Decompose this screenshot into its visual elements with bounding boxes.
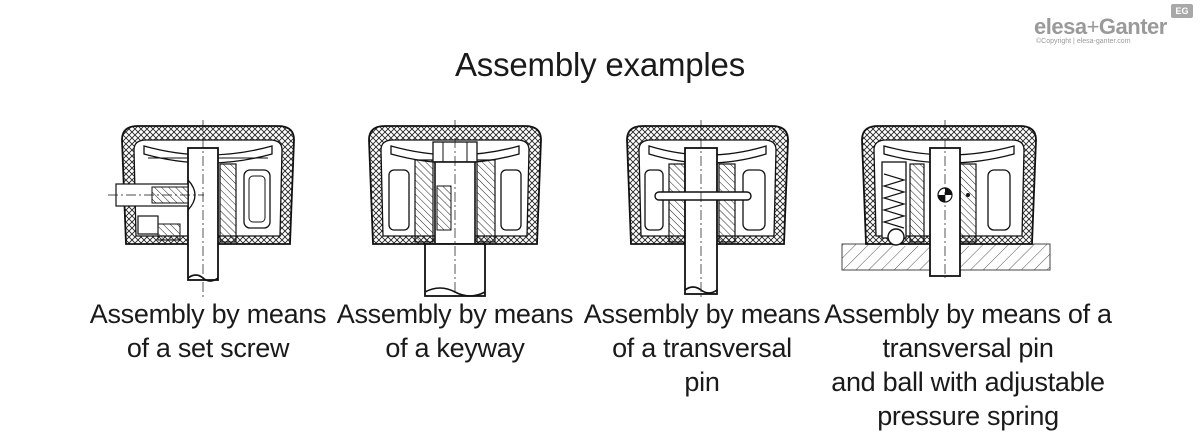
brand-elesa: elesa xyxy=(1034,14,1087,39)
diagram-ball-spring xyxy=(841,120,1051,278)
brand-wordmark: elesa+Ganter xyxy=(1034,14,1167,40)
caption-transversal-pin: Assembly by means of a transversal pin xyxy=(574,297,830,399)
caption-line: and ball with adjustable xyxy=(831,367,1105,397)
elesa-ganter-logo: elesa+Ganter EG ©Copyright | elesa-gante… xyxy=(1030,4,1195,50)
caption-line: transversal pin xyxy=(882,333,1054,363)
caption-line: Assembly by means xyxy=(89,299,327,329)
brand-ganter: Ganter xyxy=(1098,14,1167,39)
caption-line: pressure spring xyxy=(877,401,1059,431)
page-title: Assembly examples xyxy=(454,46,746,83)
caption-line: of a set screw xyxy=(126,333,290,363)
caption-set-screw: Assembly by means of a set screw xyxy=(80,297,336,365)
caption-line: pin xyxy=(684,367,720,397)
diagram-set-screw xyxy=(108,120,295,298)
caption-line: of a keyway xyxy=(385,333,525,363)
caption-line: of a transversal xyxy=(612,333,792,363)
caption-keyway: Assembly by means of a keyway xyxy=(327,297,583,365)
diagram-transversal-pin xyxy=(626,120,789,298)
caption-line: Assembly by means xyxy=(583,299,821,329)
caption-ball-spring: Assembly by means of a transversal pin a… xyxy=(818,297,1118,433)
caption-line: Assembly by means xyxy=(336,299,574,329)
caption-line: Assembly by means of a xyxy=(824,299,1112,329)
diagram-keyway xyxy=(368,120,542,298)
brand-plus: + xyxy=(1086,14,1100,39)
brand-badge: EG xyxy=(1171,4,1193,18)
copyright-text: ©Copyright | elesa-ganter.com xyxy=(1036,38,1131,45)
